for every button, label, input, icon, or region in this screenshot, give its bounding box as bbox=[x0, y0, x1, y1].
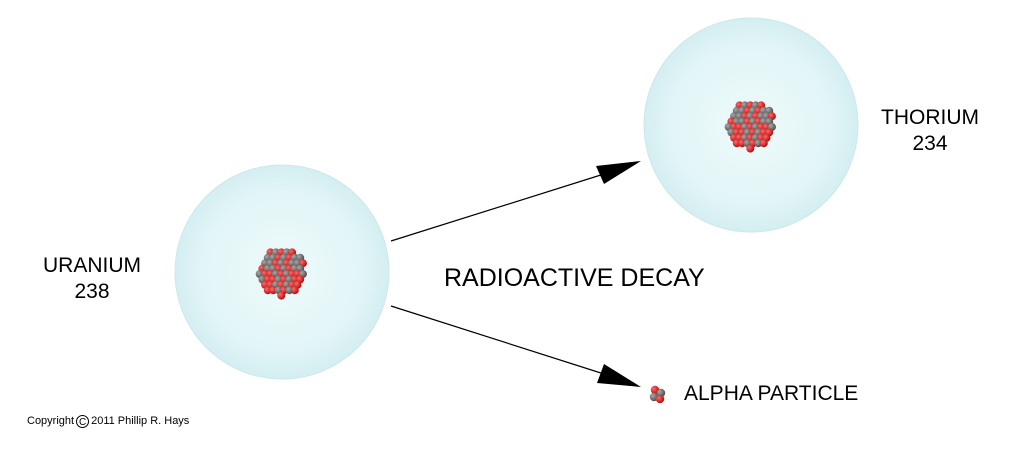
arrow-to-thorium bbox=[390, 161, 641, 242]
thorium-label: THORIUM 234 bbox=[860, 105, 1000, 157]
process-label: RADIOACTIVE DECAY bbox=[444, 264, 705, 292]
alpha-particle bbox=[649, 385, 666, 404]
thorium-mass: 234 bbox=[912, 132, 948, 155]
thorium-atom bbox=[643, 17, 859, 233]
alpha-particle-label: ALPHA PARTICLE bbox=[684, 382, 859, 405]
copyright-text: 2011 Phillip R. Hays bbox=[91, 415, 190, 427]
arrow-to-alpha bbox=[390, 305, 641, 387]
copyright-prefix: Copyright bbox=[27, 415, 75, 427]
proton bbox=[759, 139, 768, 148]
uranium-nucleus bbox=[255, 248, 307, 300]
uranium-mass: 238 bbox=[74, 280, 110, 303]
thorium-name: THORIUM bbox=[881, 106, 979, 129]
thorium-nucleus bbox=[724, 101, 776, 153]
alpha-proton bbox=[655, 394, 665, 404]
proton bbox=[290, 286, 299, 295]
uranium-label: URANIUM 238 bbox=[22, 253, 162, 305]
proton bbox=[746, 144, 755, 153]
uranium-name: URANIUM bbox=[43, 254, 141, 277]
copyright-icon: C bbox=[76, 414, 90, 428]
proton bbox=[277, 291, 286, 300]
uranium-atom bbox=[174, 164, 390, 380]
